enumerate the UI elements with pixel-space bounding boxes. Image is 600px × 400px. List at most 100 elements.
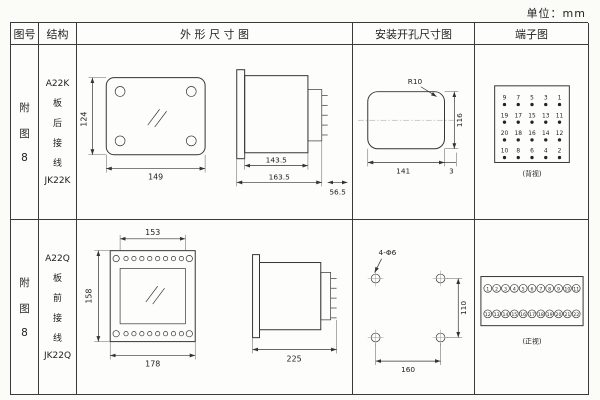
view-caption: (背视) [522, 169, 541, 178]
terminal-number: 10 [500, 148, 508, 154]
dim-label: 160 [401, 364, 415, 373]
dim-label: 124 [79, 111, 88, 126]
terminal-cell-row2: 1 2 3 4 5 6 7 8 9 10 11 12 13 14 15 16 1… [475, 220, 589, 395]
structure-row1: A22K 板 后 接 线 JK22K [39, 45, 77, 220]
terminal-number: 15 [528, 113, 536, 119]
terminal-number: 11 [573, 286, 579, 292]
terminal-number: 12 [555, 130, 563, 136]
header-terminal: 端子图 [475, 23, 589, 45]
terminal-number: 5 [530, 95, 534, 101]
fig-no-char: 附 [19, 277, 30, 289]
terminal-number: 12 [484, 311, 490, 317]
dim-label: 163.5 [268, 172, 289, 181]
outline-drawing-row1: 124 149 143.5 163.5 [79, 68, 347, 196]
terminal-number: 11 [555, 113, 563, 119]
spec-table: 图号 结构 外 形 尺 寸 图 安装开孔尺寸图 端子图 附 图 8 A22K 板… [10, 22, 589, 395]
structure-char: 后 [52, 118, 62, 129]
terminal-number: 7 [539, 286, 542, 292]
terminal-number: 16 [528, 130, 536, 136]
structure-model: JK22Q [43, 350, 72, 361]
outline-drawing-row2: 153 158 178 225 [84, 227, 337, 368]
structure-char: 板 [52, 98, 62, 109]
view-caption: (正视) [522, 336, 541, 345]
dim-label: 158 [84, 288, 93, 303]
terminal-cell-row1: 9 7 5 3 1 19 17 15 13 11 20 18 16 14 12 … [475, 45, 589, 220]
terminal-number: 13 [493, 311, 499, 317]
terminal-number: 10 [564, 286, 570, 292]
header-structure: 结构 [39, 23, 77, 45]
terminal-number: 3 [503, 286, 506, 292]
dim-label: 149 [148, 172, 163, 181]
terminal-number: 5 [521, 286, 524, 292]
mounting-cell-row1: R10 116 141 3 [353, 45, 475, 220]
fig-no-row2: 附 图 8 [11, 220, 39, 395]
fig-no-char: 图 [19, 128, 30, 140]
dim-label: 153 [145, 227, 160, 236]
terminal-number: 1 [557, 95, 561, 101]
terminal-number: 14 [502, 311, 508, 317]
terminal-number: 17 [529, 311, 535, 317]
mounting-drawing-row1: R10 116 141 3 [357, 76, 464, 175]
structure-char: 板 [52, 273, 62, 284]
terminal-number: 18 [537, 311, 543, 317]
terminal-number: 19 [500, 113, 508, 119]
structure-model: A22Q [45, 253, 70, 264]
fig-no-char: 8 [21, 152, 28, 164]
terminal-number: 18 [514, 130, 522, 136]
dim-label: 178 [145, 359, 160, 368]
terminal-number: 20 [555, 311, 561, 317]
structure-char: 线 [52, 333, 62, 344]
structure-model: A22K [45, 78, 70, 89]
terminal-number: 21 [564, 311, 570, 317]
mounting-drawing-row2: 4-Φ6 110 160 [367, 247, 468, 373]
header-mounting: 安装开孔尺寸图 [353, 23, 475, 45]
fig-no-char: 附 [19, 102, 30, 114]
outline-cell-row1: 124 149 143.5 163.5 [77, 45, 353, 220]
dim-label: 116 [455, 112, 464, 126]
terminal-number: 13 [542, 113, 550, 119]
structure-char: 线 [52, 158, 62, 169]
terminal-number: 14 [542, 130, 550, 136]
terminal-number: 8 [548, 286, 551, 292]
structure-char: 前 [52, 293, 62, 304]
terminal-number: 7 [516, 95, 520, 101]
dim-label: 56.5 [329, 187, 346, 196]
unit-label: 单位：mm [526, 7, 586, 20]
terminal-number: 22 [573, 311, 579, 317]
dim-label: 225 [286, 354, 301, 363]
terminal-diagram-row1: 9 7 5 3 1 19 17 15 13 11 20 18 16 14 12 … [493, 84, 570, 178]
structure-char: 接 [52, 313, 62, 324]
terminal-number: 2 [557, 148, 561, 154]
structure-model: JK22K [44, 175, 71, 186]
terminal-number: 2 [495, 286, 498, 292]
terminal-number: 20 [500, 130, 508, 136]
terminal-number: 6 [530, 286, 533, 292]
dim-label: 143.5 [265, 155, 286, 164]
terminal-number: 9 [557, 286, 560, 292]
terminal-number: 17 [514, 113, 522, 119]
mounting-cell-row2: 4-Φ6 110 160 [353, 220, 475, 395]
terminal-number: 6 [530, 148, 534, 154]
dim-label: 141 [396, 166, 410, 175]
terminal-number: 3 [543, 95, 547, 101]
terminal-number: 8 [516, 148, 520, 154]
header-fig-no: 图号 [11, 23, 39, 45]
dim-label: R10 [407, 76, 422, 85]
terminal-diagram-row2: 1 2 3 4 5 6 7 8 9 10 11 12 13 14 15 16 1… [479, 275, 584, 345]
terminal-number: 1 [486, 286, 489, 292]
header-outline: 外 形 尺 寸 图 [77, 23, 353, 45]
structure-row2: A22Q 板 前 接 线 JK22Q [39, 220, 77, 395]
terminal-number: 4 [512, 286, 515, 292]
dim-label: 3 [449, 167, 453, 175]
terminal-number: 16 [520, 311, 526, 317]
dim-label: 110 [459, 300, 468, 314]
dim-label: 4-Φ6 [378, 247, 396, 256]
outline-cell-row2: 153 158 178 225 [77, 220, 353, 395]
fig-no-row1: 附 图 8 [11, 45, 39, 220]
terminal-number: 19 [546, 311, 552, 317]
fig-no-char: 图 [19, 303, 30, 315]
terminal-number: 4 [543, 148, 547, 154]
terminal-number: 15 [511, 311, 517, 317]
terminal-number: 9 [502, 95, 506, 101]
fig-no-char: 8 [21, 327, 28, 339]
